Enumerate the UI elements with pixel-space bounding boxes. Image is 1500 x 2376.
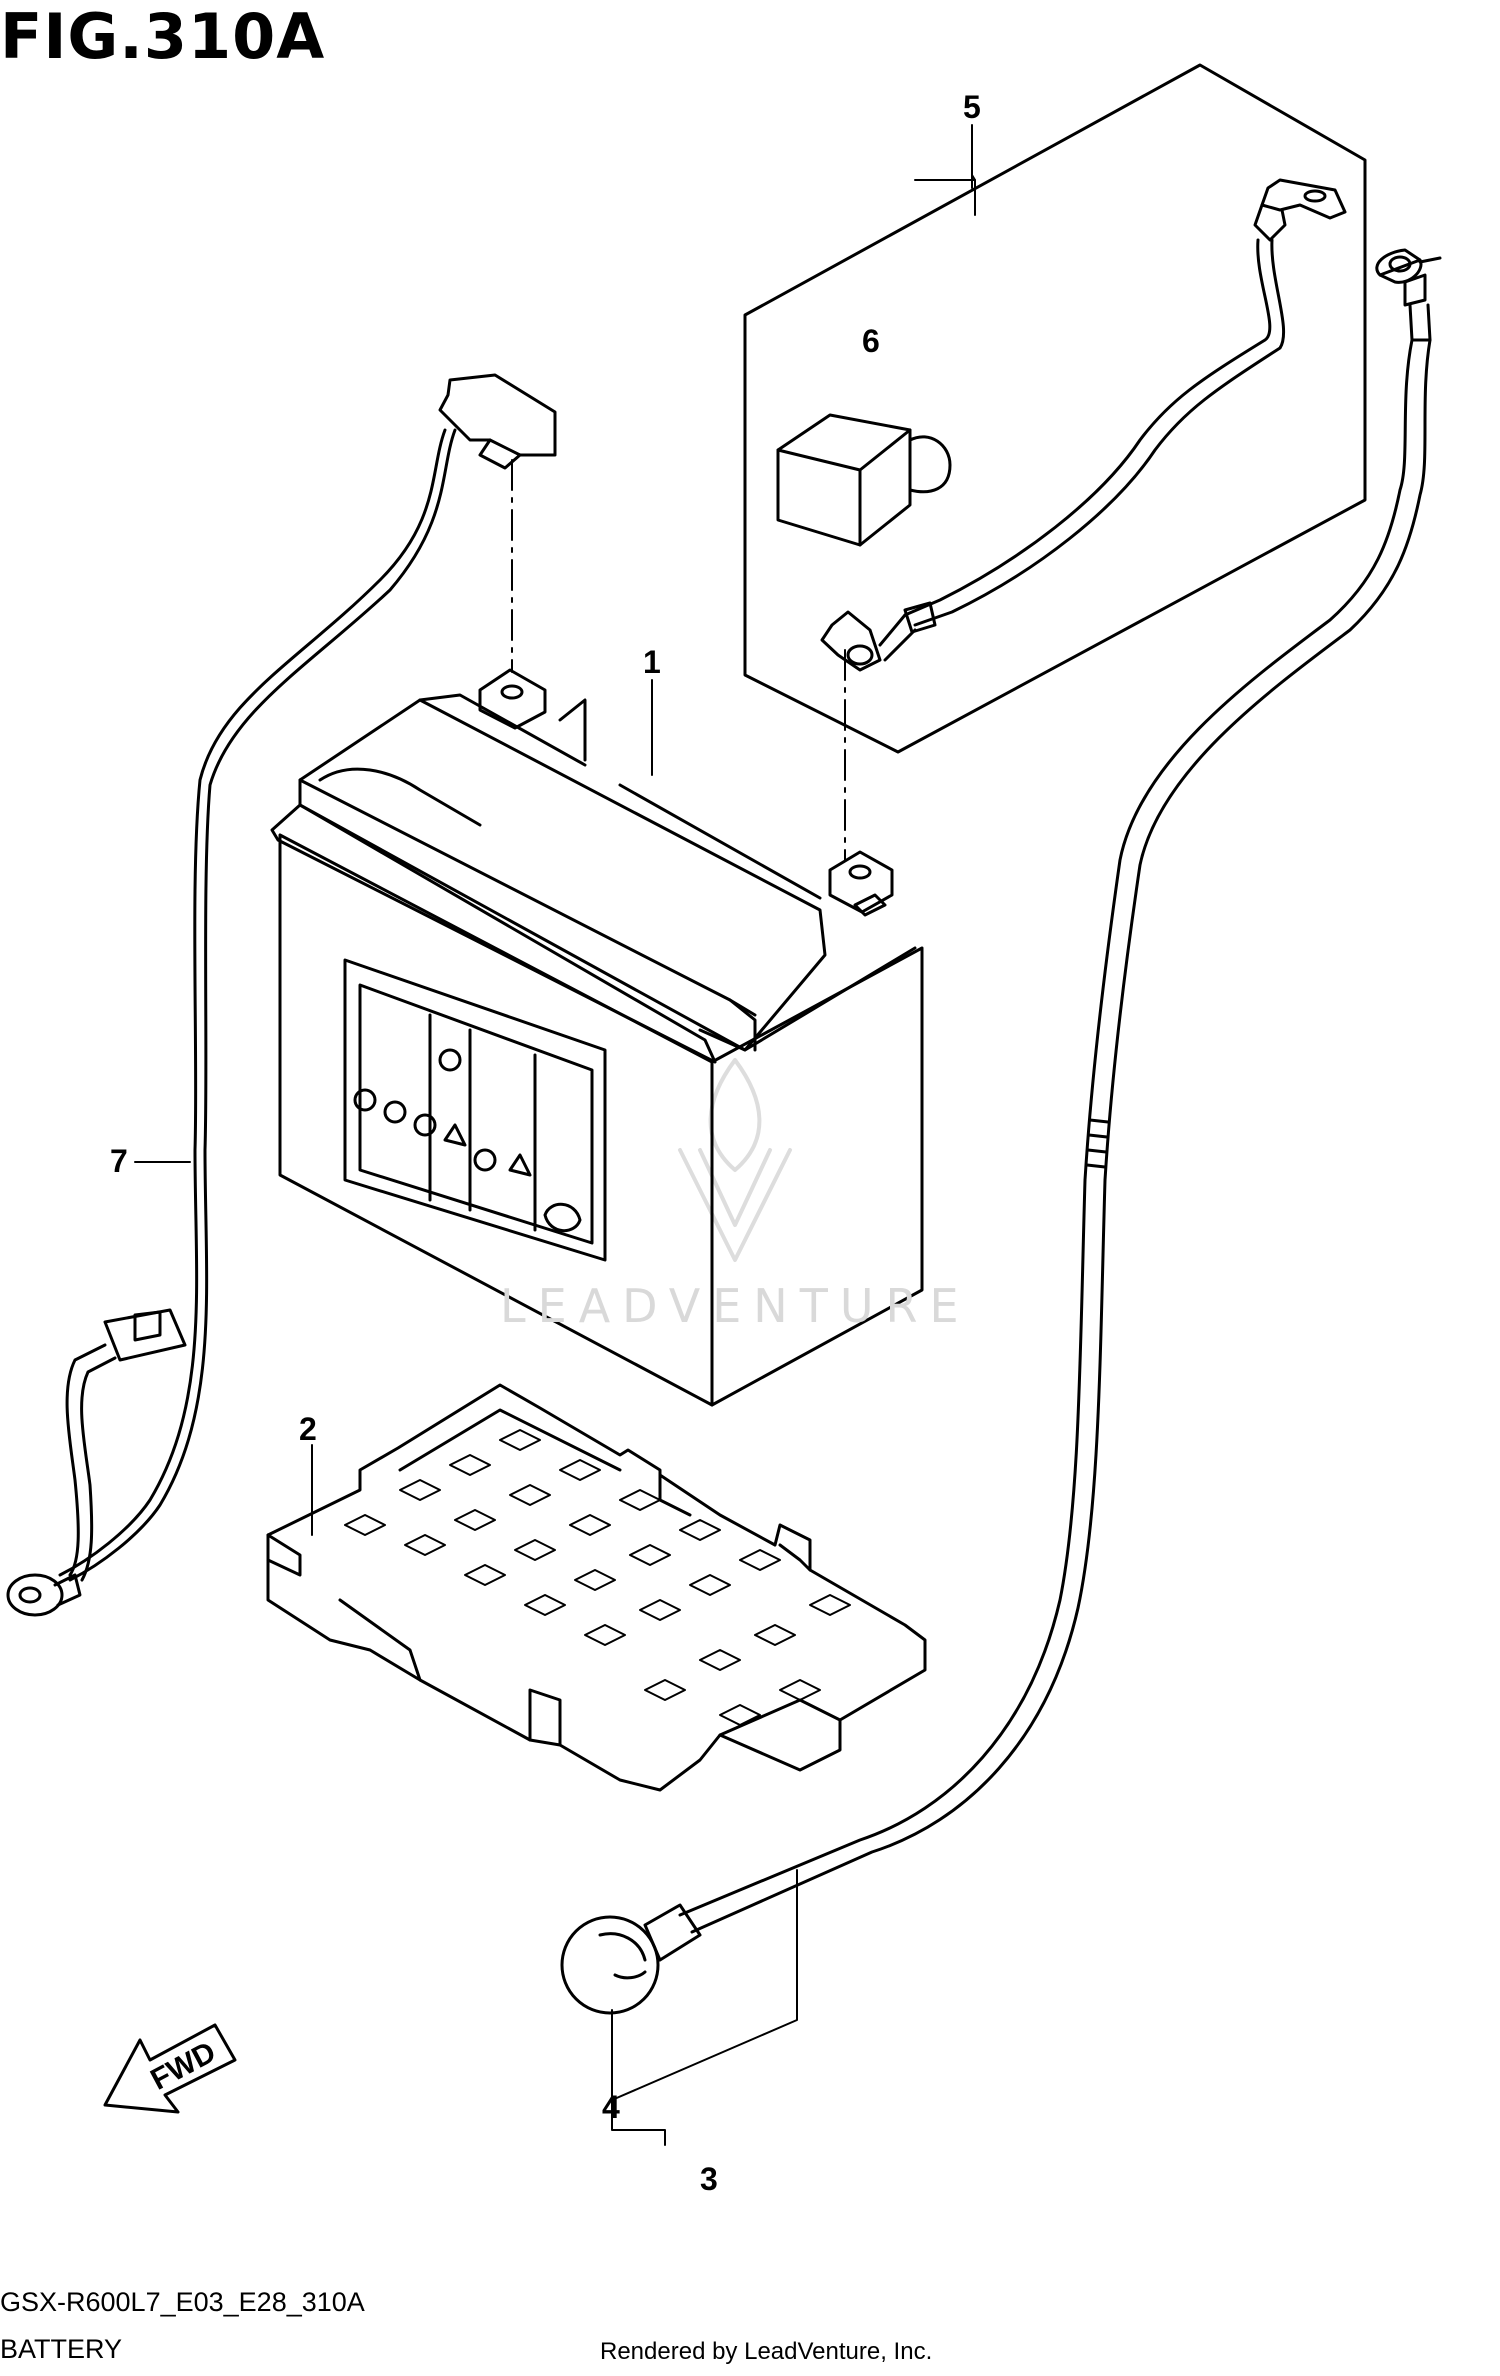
callout-3: 3: [700, 2161, 718, 2197]
positive-cable: [820, 178, 1347, 672]
assembly-guides: [511, 459, 846, 861]
callout-4: 4: [602, 2089, 620, 2125]
forward-arrow-icon: [103, 2023, 237, 2114]
callout-2: 2: [299, 1411, 317, 1447]
watermark-logo: [678, 1058, 792, 1262]
callout-7: 7: [110, 1143, 128, 1179]
battery-tray: [266, 1383, 927, 1792]
rendered-by-credit: Rendered by LeadVenture, Inc.: [600, 2338, 933, 2365]
terminal-cap: [776, 413, 952, 547]
battery: [270, 668, 924, 1407]
terminal-cover: [560, 1903, 702, 2015]
model-code: GSX-R600L7_E03_E28_310A: [0, 2287, 365, 2317]
forward-label: FWD: [145, 2036, 221, 2097]
section-name: BATTERY: [0, 2334, 123, 2364]
negative-cable: [678, 248, 1442, 1934]
kit-5-outline: [743, 63, 1367, 754]
leader-lines: [134, 124, 976, 2146]
watermark: LEADVENTURE: [500, 1279, 971, 1333]
wire-harness: [6, 373, 557, 1617]
callout-1: 1: [643, 644, 661, 680]
figure-title: FIG.310A: [0, 0, 326, 73]
callout-5: 5: [963, 89, 981, 125]
callout-6: 6: [862, 323, 880, 359]
